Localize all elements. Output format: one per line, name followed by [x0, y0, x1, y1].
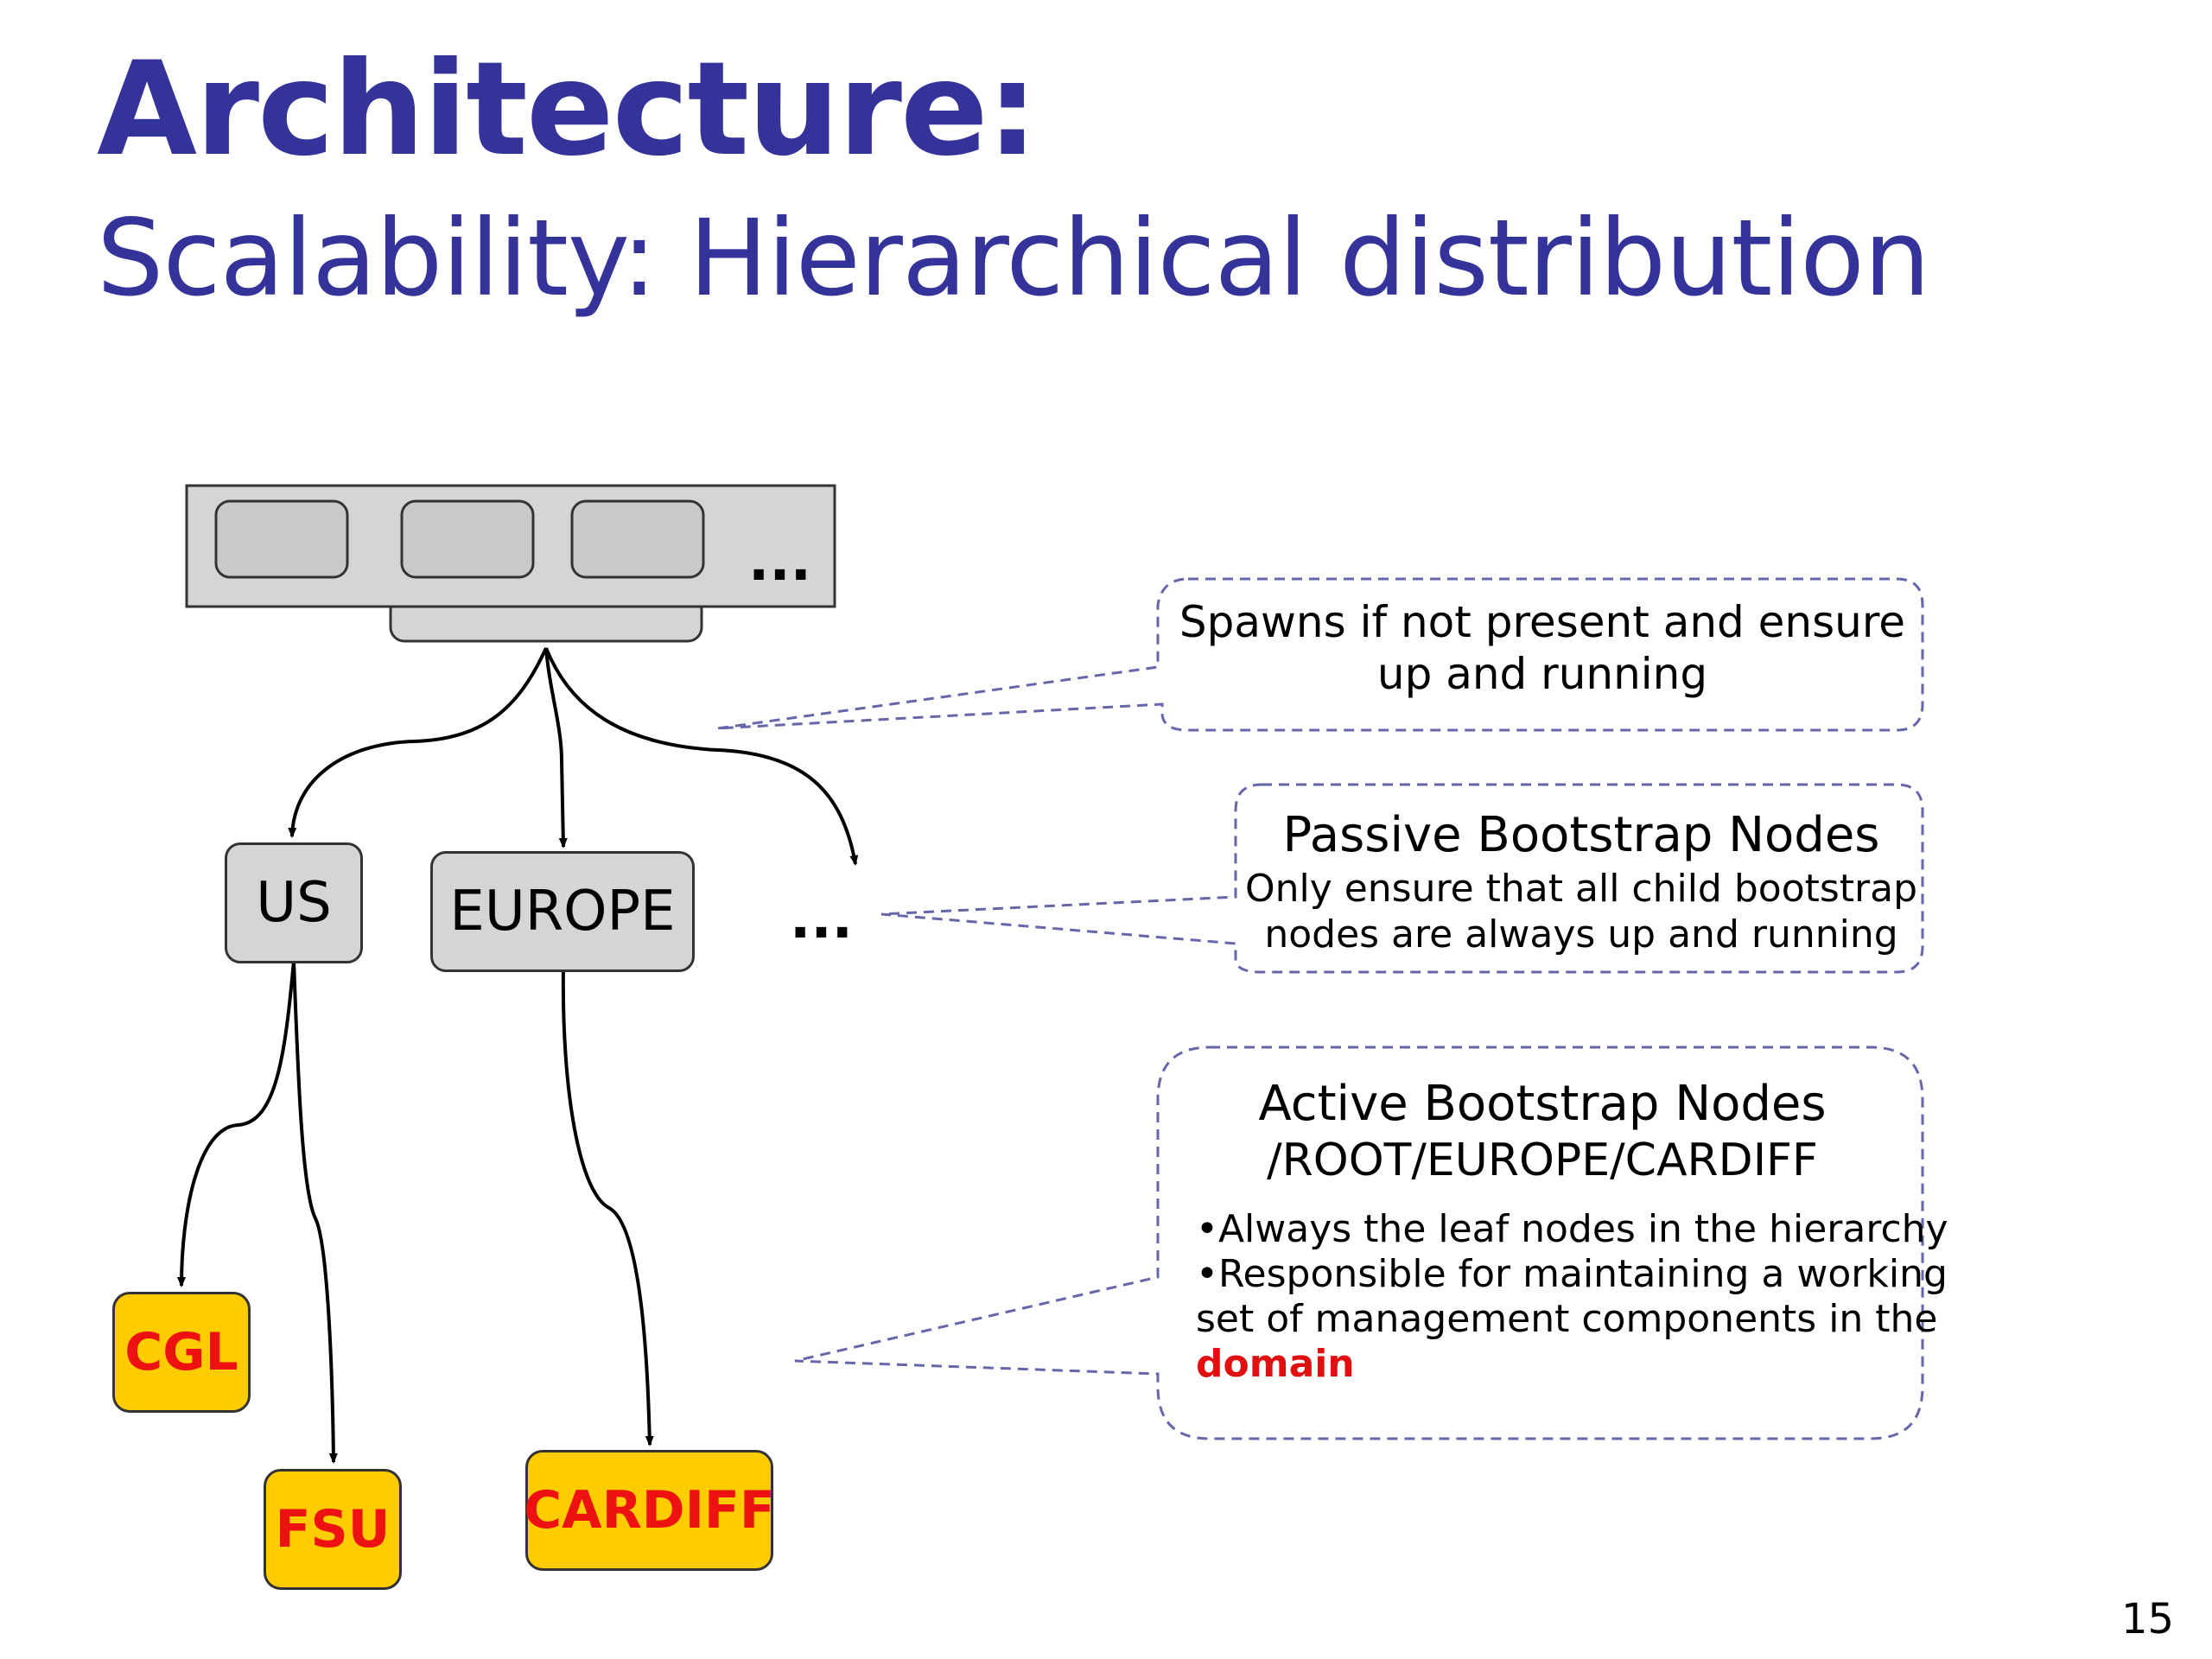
edge-us-fsu: [292, 960, 338, 1464]
callout-root-line-1: Spawns if not present and ensure: [1179, 597, 1906, 647]
callout-active-heading: Active Bootstrap Nodes: [1258, 1076, 1827, 1132]
edge-root-us: [288, 647, 548, 838]
slide-title: Architecture:: [97, 35, 1039, 185]
callout-passive-border: [880, 783, 1924, 974]
root-child-slot-2: [400, 499, 535, 579]
edge-root-more: [544, 647, 859, 866]
callout-root-line-2: up and running: [1376, 649, 1708, 699]
edge-europe-cardiff: [561, 967, 654, 1446]
callout-root: Spawns if not present and ensure up and …: [1162, 596, 1923, 700]
slide-subtitle: Scalability: Hierarchical distribution: [97, 197, 1930, 320]
root-ellipsis: ...: [748, 530, 811, 594]
edge-root-europe: [544, 647, 568, 849]
callout-active-bullet-1: •Always the leaf nodes in the hierarchy: [1196, 1207, 1948, 1251]
callout-active-path: /ROOT/EUROPE/CARDIFF: [1267, 1135, 1818, 1186]
region-node-europe[interactable]: EUROPE: [430, 851, 695, 972]
edge-us-cgl: [177, 960, 296, 1287]
root-child-slot-3: [570, 499, 705, 579]
callout-root-border: [716, 577, 1924, 732]
callout-active-bullet-2: •Responsible for maintaining a working: [1196, 1252, 1948, 1296]
leaf-node-fsu[interactable]: FSU: [264, 1469, 402, 1590]
callout-active: Active Bootstrap Nodes /ROOT/EUROPE/CARD…: [1158, 1076, 1948, 1387]
callout-passive-heading: Passive Bootstrap Nodes: [1282, 807, 1880, 863]
callout-active-domain-highlight: domain: [1196, 1342, 1355, 1386]
callout-passive-line-1: Only ensure that all child bootstrap: [1244, 867, 1918, 911]
callout-active-bullets: •Always the leaf nodes in the hierarchy …: [1196, 1207, 1948, 1387]
root-child-slot-1: [214, 499, 349, 579]
leaf-node-cgl[interactable]: CGL: [112, 1292, 251, 1413]
callout-active-border: [794, 1046, 1924, 1440]
region-ellipsis: ...: [790, 887, 853, 951]
region-node-us[interactable]: US: [225, 842, 363, 963]
leaf-node-cardiff[interactable]: CARDIFF: [524, 1450, 775, 1571]
page-number: 15: [2121, 1595, 2175, 1643]
callout-active-bullet-2-cont: set of management components in the: [1196, 1297, 1938, 1341]
callout-passive-line-2: nodes are always up and running: [1264, 912, 1898, 957]
callout-passive: Passive Bootstrap Nodes Only ensure that…: [1236, 805, 1927, 957]
